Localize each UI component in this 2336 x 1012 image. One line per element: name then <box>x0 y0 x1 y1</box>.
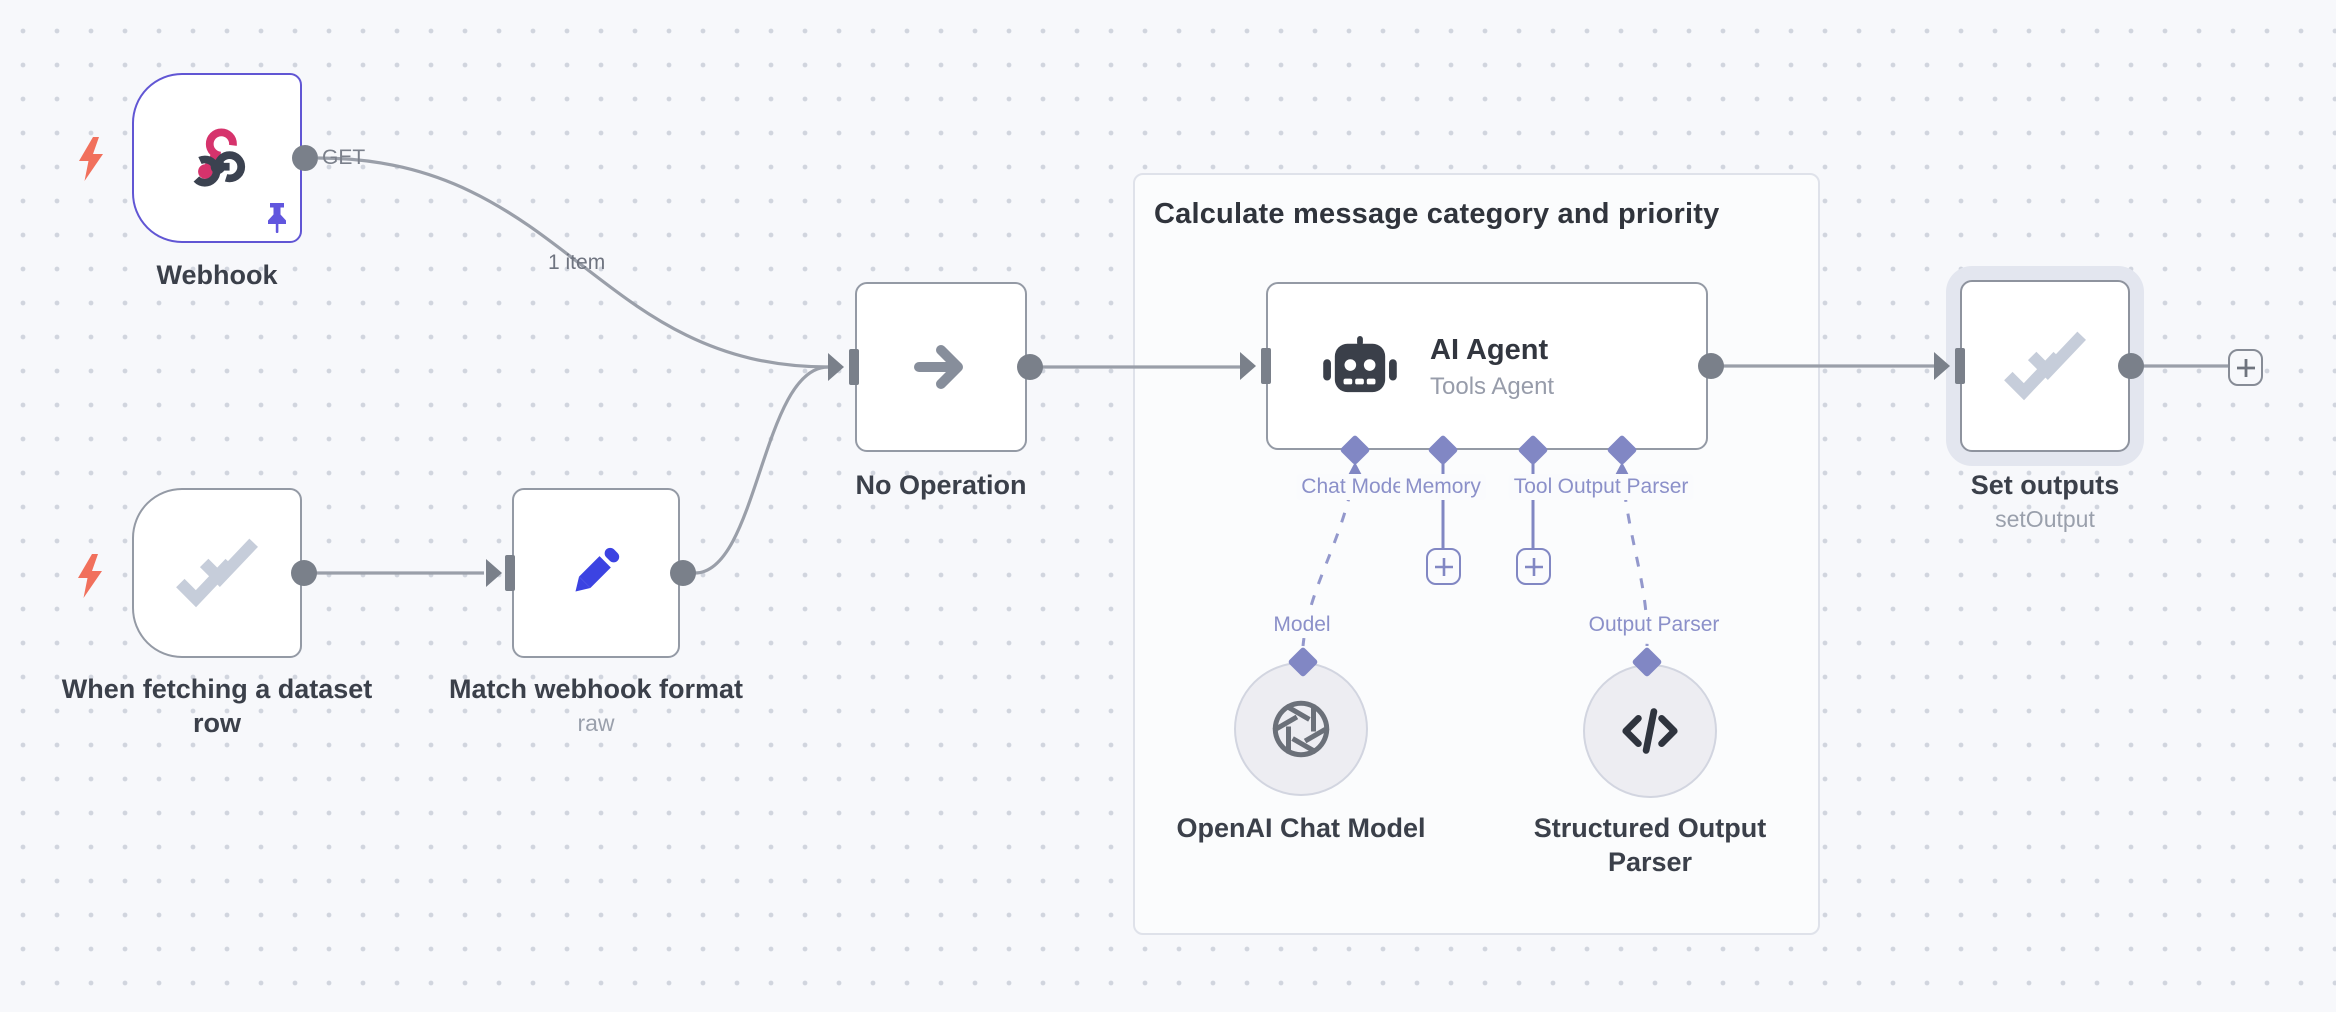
input-port-match <box>486 559 502 587</box>
node-openai-chat-model[interactable] <box>1234 662 1368 796</box>
plus-icon <box>2236 358 2255 377</box>
port-label-chat-model: Chat Model <box>1296 474 1414 500</box>
port-label-tool: Tool <box>1508 474 1558 500</box>
double-check-icon <box>176 538 258 608</box>
node-match-subtitle: raw <box>577 710 615 736</box>
node-set-outputs[interactable] <box>1960 280 2130 452</box>
node-when-fetching-dataset-row[interactable] <box>132 488 302 658</box>
arrow-right-icon <box>914 345 963 389</box>
node-ai-agent-subtitle: Tools Agent <box>1430 373 1555 400</box>
node-webhook[interactable] <box>132 73 302 243</box>
node-set-outputs-subtitle: setOutput <box>1995 506 2095 532</box>
node-match-title: Match webhook format <box>448 674 744 704</box>
node-openai-title: OpenAI Chat Model <box>1176 813 1426 843</box>
port-label-model: Model <box>1268 612 1336 638</box>
node-ai-agent-text: AI Agent Tools Agent <box>1430 334 1554 401</box>
trigger-bolt-icon <box>79 137 103 181</box>
group-title: Calculate message category and priority <box>1154 198 1720 230</box>
robot-icon <box>1323 336 1397 393</box>
input-port-noop <box>828 353 844 381</box>
port-label-output-parser-sub: Output Parser <box>1583 612 1725 638</box>
node-match-webhook-format[interactable] <box>512 488 680 658</box>
node-structured-output-parser[interactable] <box>1583 664 1717 798</box>
node-ai-agent-title: AI Agent <box>1430 334 1549 366</box>
port-label-memory: Memory <box>1400 474 1486 500</box>
node-no-operation[interactable] <box>855 282 1027 452</box>
pin-icon <box>268 203 286 233</box>
add-tool-button[interactable] <box>1516 548 1551 585</box>
add-memory-button[interactable] <box>1426 548 1461 585</box>
connection-items-label: 1 item <box>548 251 606 274</box>
webhook-output-label: GET <box>322 146 366 169</box>
trigger-bolt-icon <box>78 554 102 598</box>
node-noop-title: No Operation <box>855 470 1027 500</box>
plus-icon <box>1434 557 1453 576</box>
add-node-button[interactable] <box>2228 349 2263 386</box>
openai-logo-icon <box>1272 700 1330 758</box>
code-icon <box>1622 708 1678 754</box>
double-check-icon <box>2004 331 2086 401</box>
port-label-output-parser: Output Parser <box>1552 474 1694 500</box>
node-webhook-title: Webhook <box>156 260 278 290</box>
plus-icon <box>1524 557 1543 576</box>
pencil-icon <box>575 547 620 592</box>
webhook-icon <box>189 128 246 187</box>
node-set-outputs-title: Set outputs <box>1970 470 2120 500</box>
